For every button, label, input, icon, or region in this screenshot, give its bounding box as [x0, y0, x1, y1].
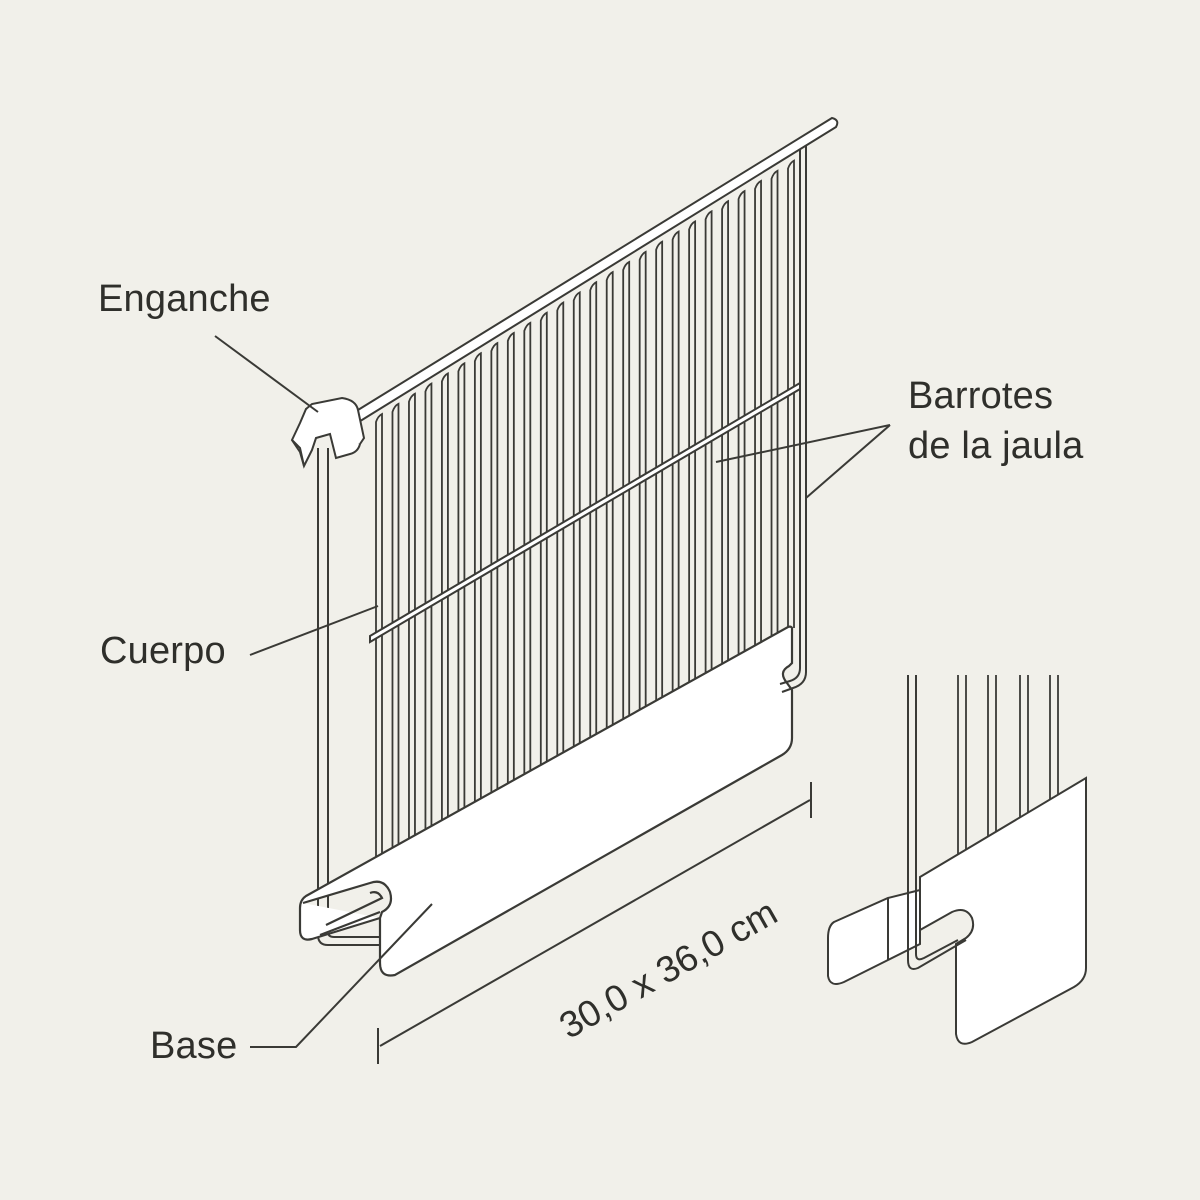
cage-bar — [704, 209, 713, 680]
right-end-wire — [779, 150, 801, 685]
cage-bar — [556, 301, 565, 766]
cage-bar — [605, 270, 614, 738]
cage-bar — [589, 280, 598, 747]
cage-bar — [523, 321, 532, 785]
cage-bar — [457, 361, 466, 824]
cage-bar — [473, 351, 482, 814]
cage-bar — [754, 179, 762, 652]
cage-bar — [688, 219, 697, 690]
cage-bar — [638, 250, 647, 719]
cage-bar — [441, 372, 449, 833]
cage-bar — [375, 412, 383, 871]
cage-bars — [375, 159, 795, 871]
cage-bar — [424, 382, 433, 843]
dimension-line — [377, 782, 812, 1064]
right-end-wire-inner — [781, 146, 807, 693]
label-bars-line1: Barrotes — [908, 375, 1054, 417]
cage-bar — [721, 199, 729, 671]
cage-bar — [408, 392, 416, 852]
leader-lines — [214, 335, 891, 1048]
detail-bars — [957, 675, 1059, 855]
cage-bar — [391, 402, 400, 862]
cage-bar — [622, 260, 631, 728]
detail-inset — [827, 675, 1087, 1045]
middle-crossbar — [369, 381, 801, 644]
hook-clip — [290, 396, 366, 469]
detail-clip — [827, 888, 921, 985]
cage-bar — [770, 169, 779, 642]
top-rail — [343, 116, 839, 430]
cage-bar — [539, 311, 548, 776]
base-plate — [298, 625, 794, 977]
label-body: Cuerpo — [100, 630, 226, 672]
label-bars-line2: de la jaula — [908, 425, 1084, 467]
cage-bar — [787, 159, 795, 633]
cage-bar — [572, 290, 581, 757]
cage-bar — [737, 189, 746, 661]
cage-bar — [671, 230, 680, 699]
cage-bar — [506, 331, 515, 795]
label-hook: Enganche — [98, 278, 271, 320]
label-base: Base — [150, 1025, 238, 1067]
detail-plate — [919, 776, 1087, 1045]
cage-bar — [655, 240, 664, 709]
cage-bar — [490, 341, 499, 805]
